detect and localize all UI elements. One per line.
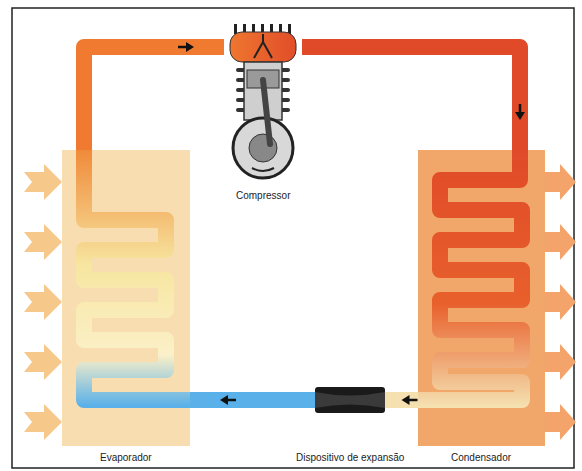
- valves: [254, 34, 272, 58]
- condenser: Condensador: [418, 150, 545, 446]
- flow-arrow-head: [515, 112, 525, 120]
- component-label: Condensador: [449, 452, 513, 464]
- component-label: Dispositivo de expansão: [294, 452, 406, 464]
- compressor: Compressor: [224, 22, 302, 182]
- frame: [12, 8, 574, 468]
- refrigerant-pipe: [190, 395, 315, 405]
- expansion-device: Dispositivo de expansão: [315, 387, 385, 413]
- evaporator-tube: [84, 150, 190, 400]
- rotation-arrow: [252, 168, 274, 171]
- air-in-arrows: [24, 164, 62, 440]
- refrigerant-pipe: [84, 42, 224, 150]
- crankcase: [233, 118, 293, 178]
- evaporator-coil: [62, 150, 190, 446]
- refrigerant-pipe: [302, 47, 525, 150]
- flow-arrow-head: [402, 395, 410, 405]
- condenser-tube: [418, 150, 522, 400]
- pipe-line: [190, 392, 315, 408]
- connecting-rod: [263, 80, 270, 144]
- pipe-line: [385, 392, 418, 408]
- head-fin: [234, 24, 237, 34]
- flow-arrow-head: [186, 42, 194, 52]
- valve-head: [230, 32, 296, 62]
- refrigerant-pipe: [385, 395, 418, 405]
- compressor-shape: [224, 22, 302, 182]
- evaporator-body: [62, 150, 190, 446]
- expansion-block: [315, 387, 385, 413]
- pipe-line: [302, 47, 520, 150]
- evaporator: Evaporador: [62, 150, 190, 446]
- flow-arrow-head: [220, 395, 228, 405]
- orifice: [315, 392, 385, 408]
- expansion-device-shape: [315, 387, 385, 413]
- component-label: Compressor: [234, 190, 292, 202]
- condenser-body: [418, 150, 545, 446]
- air-out-arrows: [545, 164, 576, 440]
- condenser-coil: [418, 150, 545, 446]
- component-label: Evaporador: [98, 452, 154, 464]
- crank: [249, 134, 277, 162]
- pipe-line: [84, 47, 224, 150]
